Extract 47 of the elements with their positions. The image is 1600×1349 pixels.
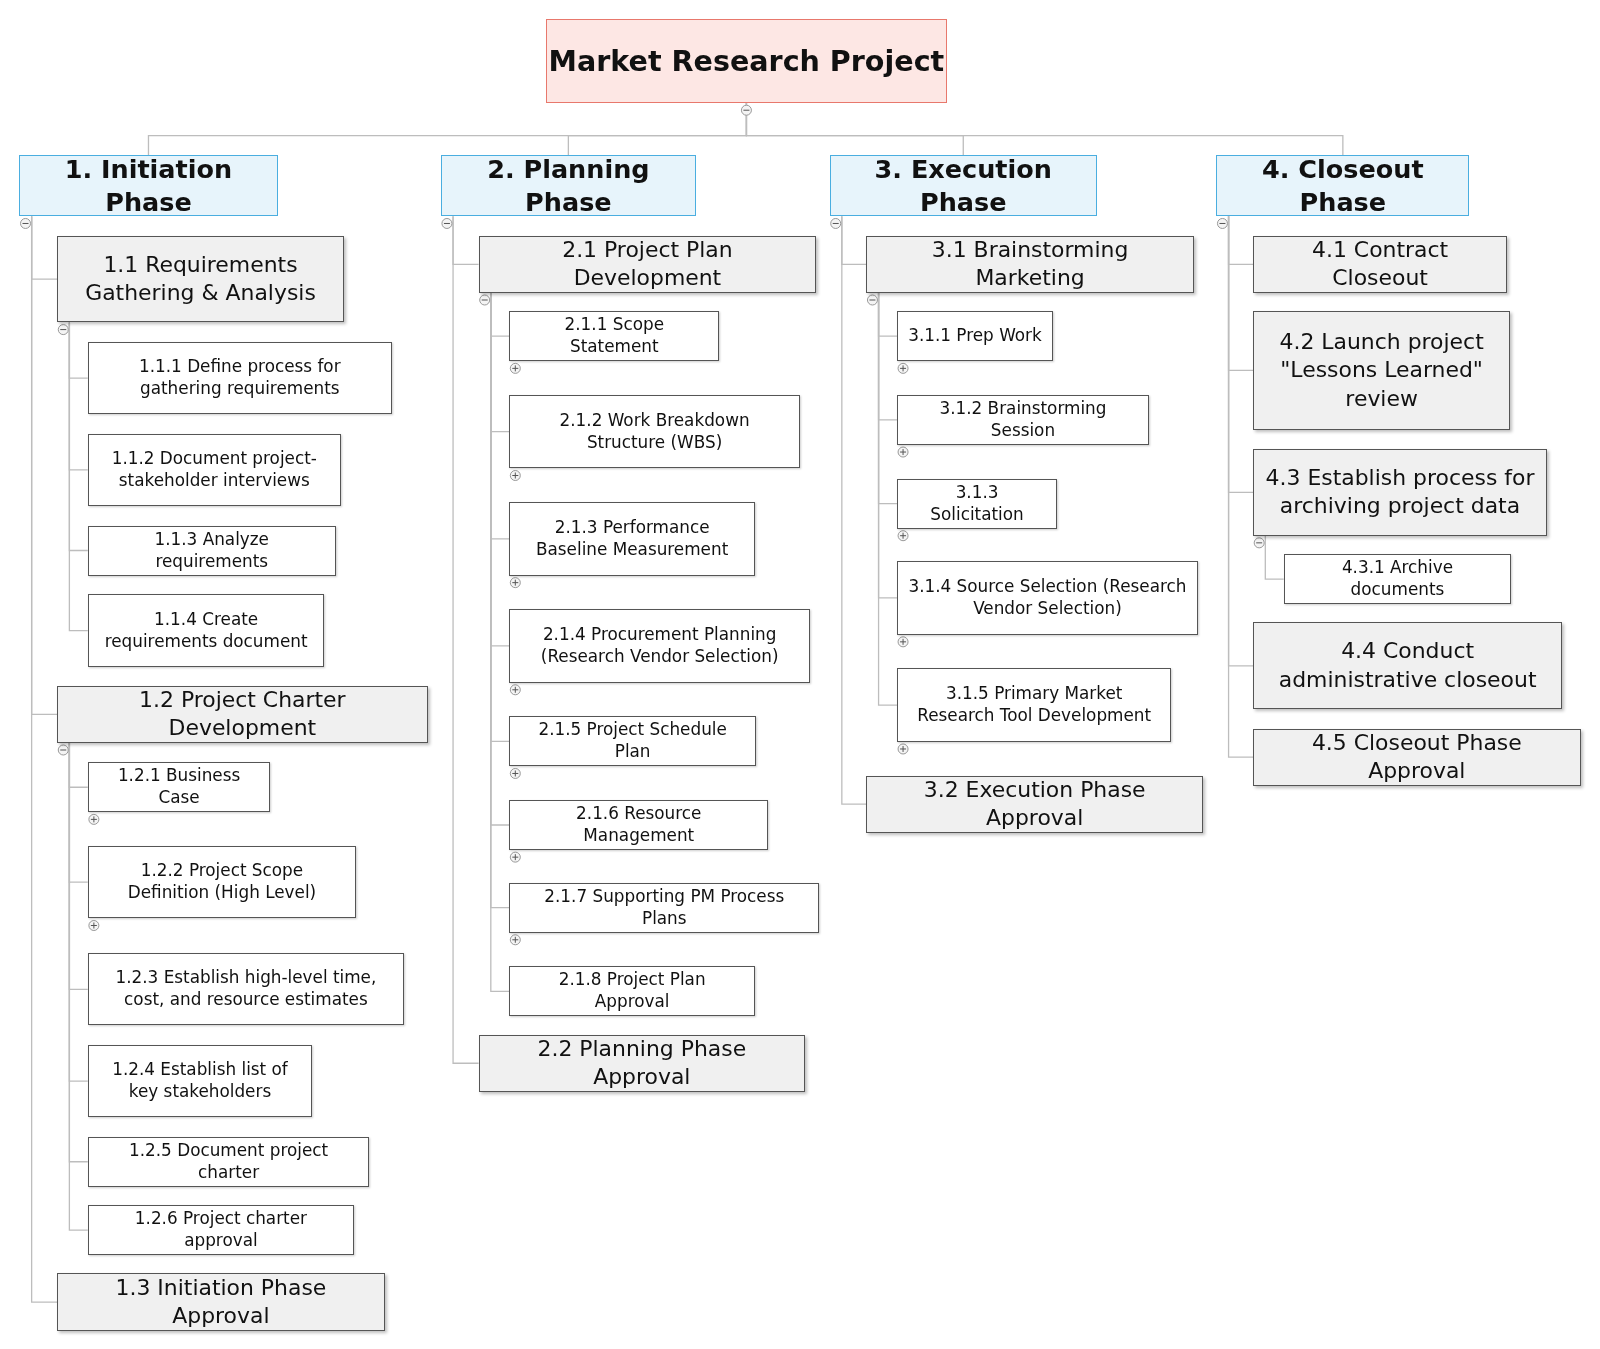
task-box: 2.1.3 Performance Baseline Measurement	[509, 502, 756, 576]
task-box: 1.2.6 Project charter approval	[87, 1205, 355, 1256]
task-box: 1.3 Initiation Phase Approval	[57, 1273, 385, 1331]
task-box: 1.2.2 Project Scope Definition (High Level)	[87, 845, 357, 919]
connector-line	[745, 102, 1344, 156]
phase-box: 1. Initiation Phase	[19, 155, 278, 217]
connector-line	[1264, 535, 1285, 580]
connector-line	[841, 215, 867, 805]
task-box: 3.1.2 Brainstorming Session	[896, 394, 1149, 445]
task-box: 1.1.4 Create requirements document	[87, 593, 325, 668]
task-box: 2.1.4 Procurement Planning (Research Vendor Selection)	[509, 609, 811, 683]
root-title-box: Market Research Project	[545, 19, 947, 104]
task-box: 4.1 Contract Closeout	[1253, 235, 1508, 293]
connector-line	[452, 215, 480, 1064]
task-box: 3.1.3 Solicitation	[896, 478, 1058, 529]
task-box: 2.1.8 Project Plan Approval	[509, 966, 756, 1017]
task-box: 1.2.1 Business Case	[87, 762, 271, 813]
connector-line	[31, 215, 58, 1303]
task-box: 2.1.7 Supporting PM Process Plans	[509, 882, 820, 933]
task-box: 1.2 Project Charter Development	[57, 685, 428, 743]
task-box: 1.1.2 Document project-stakeholder interviews	[87, 433, 341, 507]
task-box: 2.1.6 Resource Management	[509, 800, 769, 850]
task-box: 3.2 Execution Phase Approval	[866, 775, 1204, 833]
phase-box: 2. Planning Phase	[440, 155, 696, 217]
task-box: 1.2.3 Establish high-level time, cost, and resource estimates	[87, 953, 405, 1026]
task-box: 3.1 Brainstorming Marketing	[866, 235, 1194, 293]
phase-box: 3. Execution Phase	[829, 155, 1097, 217]
task-box: 1.2.4 Establish list of key stakeholders	[87, 1044, 313, 1118]
task-box: 2.1.5 Project Schedule Plan	[509, 716, 757, 767]
task-box: 1.2.5 Document project charter	[87, 1136, 370, 1187]
task-box: 4.3.1 Archive documents	[1283, 554, 1512, 605]
task-box: 2.1.1 Scope Statement	[509, 311, 720, 362]
task-box: 4.2 Launch project "Lessons Learned" review	[1253, 311, 1511, 430]
connector-line	[68, 321, 89, 632]
task-box: 1.1.3 Analyze requirements	[87, 525, 336, 576]
task-box: 1.1.1 Define process for gathering requirements	[87, 341, 392, 415]
task-box: 3.1.1 Prep Work	[896, 311, 1054, 362]
task-box: 2.2 Planning Phase Approval	[478, 1034, 806, 1092]
task-box: 3.1.5 Primary Market Research Tool Development	[896, 668, 1172, 742]
task-box: 4.3 Establish process for archiving project data	[1253, 448, 1547, 536]
task-box: 4.5 Closeout Phase Approval	[1253, 728, 1581, 786]
phase-box: 4. Closeout Phase	[1216, 155, 1470, 217]
task-box: 2.1.2 Work Breakdown Structure (WBS)	[509, 394, 800, 469]
task-box: 3.1.4 Source Selection (Research Vendor Selection)	[896, 561, 1198, 635]
task-box: 1.1 Requirements Gathering & Analysis	[57, 235, 344, 323]
task-box: 4.4 Conduct administrative closeout	[1253, 622, 1563, 710]
task-box: 2.1 Project Plan Development	[478, 235, 817, 293]
